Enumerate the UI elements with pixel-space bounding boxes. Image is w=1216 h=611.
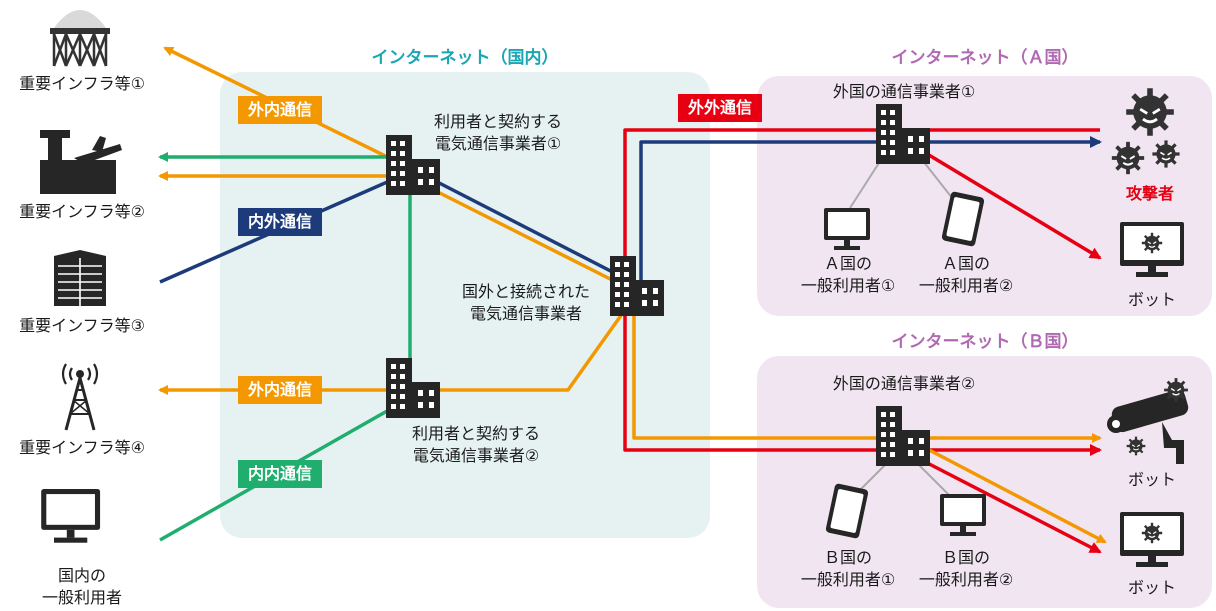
foreign-carrier-2-label: 外国の通信事業者② bbox=[832, 374, 976, 393]
infra-3-label: 重要インフラ等③ bbox=[19, 316, 145, 335]
infra-2-label: 重要インフラ等② bbox=[19, 202, 145, 221]
country-b-user-1-label-line2: 一般利用者① bbox=[800, 570, 896, 589]
infra-1-label: 重要インフラ等① bbox=[19, 74, 145, 93]
orange-path-gateway-contract2 bbox=[410, 298, 634, 392]
contract-carrier-2-label-line2: 電気通信事業者② bbox=[412, 446, 540, 465]
country-b-user-2-label-line1: Ｂ国の bbox=[941, 548, 991, 567]
country-b-user-1-label-line1: Ｂ国の bbox=[823, 548, 873, 567]
bot-label-a: ボット bbox=[1127, 290, 1177, 309]
contract-carrier-1-label-line1: 利用者と契約する bbox=[433, 112, 563, 131]
orange-path-gateway-foreign2 bbox=[632, 292, 1102, 443]
country-a-user-2-label-line1: Ａ国の bbox=[941, 254, 991, 273]
inner-inner-tag: 内内通信 bbox=[238, 460, 323, 488]
inner-outer-tag: 内外通信 bbox=[238, 208, 323, 236]
gateway-carrier-label-line2: 電気通信事業者 bbox=[469, 304, 583, 323]
country-a-user-1-label-line1: Ａ国の bbox=[823, 254, 873, 273]
country-a-zone-title: インターネット（Ａ国） bbox=[891, 48, 1079, 68]
country-a-user-2-tablet-icon bbox=[941, 191, 985, 247]
country-a-user-2-label-line2: 一般利用者② bbox=[918, 276, 1014, 295]
orange-path-contract1-gateway bbox=[409, 176, 633, 292]
domestic-user-label-line2: 一般利用者 bbox=[41, 588, 123, 607]
domestic-zone-title: インターネット（国内） bbox=[371, 48, 559, 68]
building-icon bbox=[54, 250, 106, 306]
bot-camera-icon bbox=[1107, 376, 1190, 464]
outer-outer-tag: 外外通信 bbox=[678, 94, 763, 122]
attacker-label: 攻撃者 bbox=[1125, 184, 1175, 203]
radio-tower-icon bbox=[61, 363, 99, 431]
bot-label-b2: ボット bbox=[1127, 578, 1177, 597]
outer-inner-tag-2: 外内通信 bbox=[238, 376, 323, 404]
orange-path-foreign2-bot bbox=[913, 440, 1107, 544]
bot-label-b1: ボット bbox=[1127, 470, 1177, 489]
domestic-internet-zone bbox=[220, 72, 710, 538]
domestic-user-label-line1: 国内の bbox=[57, 566, 107, 585]
outer-inner-tag-1: 外内通信 bbox=[238, 96, 323, 124]
foreign-carrier-1-label: 外国の通信事業者① bbox=[832, 82, 976, 101]
airport-icon bbox=[40, 130, 122, 194]
country-b-user-1-tablet-icon bbox=[825, 483, 869, 539]
navy-path-contract1-gateway bbox=[409, 166, 633, 284]
contract-carrier-1-label-line2: 電気通信事業者① bbox=[434, 134, 562, 153]
dome-tank-icon bbox=[50, 10, 110, 67]
country-b-zone-title: インターネット（Ｂ国） bbox=[891, 332, 1079, 352]
country-b-user-2-label-line2: 一般利用者② bbox=[918, 570, 1014, 589]
navy-path-gateway-foreign1 bbox=[639, 136, 1102, 282]
country-a-user-1-label-line2: 一般利用者① bbox=[800, 276, 896, 295]
gateway-carrier-label-line1: 国外と接続された bbox=[461, 282, 591, 301]
infra-4-label: 重要インフラ等④ bbox=[19, 438, 145, 457]
red-path-foreign2-bot bbox=[905, 450, 1102, 554]
contract-carrier-2-label-line1: 利用者と契約する bbox=[411, 424, 541, 443]
red-path-foreign1-bot bbox=[903, 138, 1102, 260]
monitor-icon bbox=[41, 488, 101, 543]
